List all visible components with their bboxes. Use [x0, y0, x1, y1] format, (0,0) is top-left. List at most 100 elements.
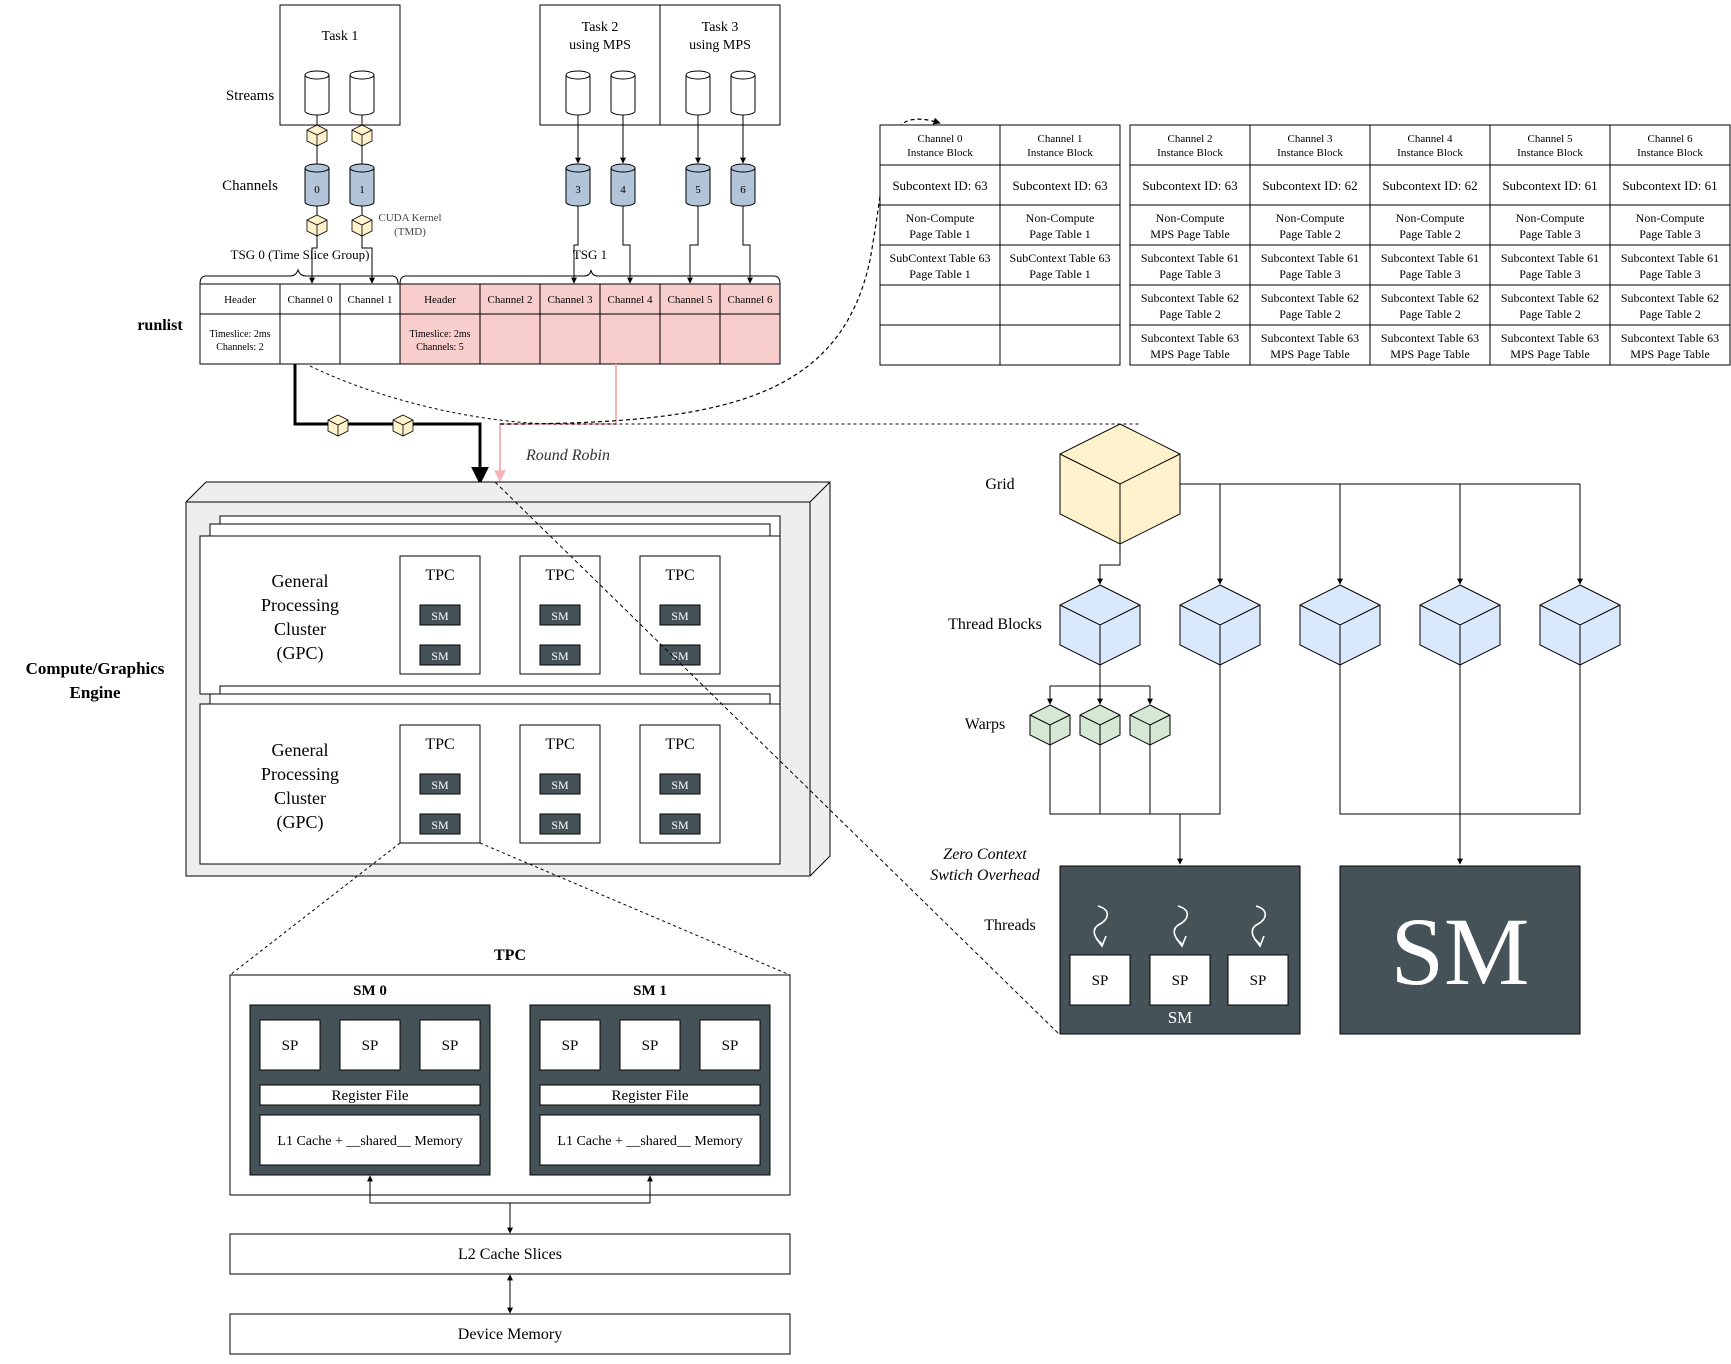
- stream-icon: [349, 70, 375, 116]
- tsg1-label: TSG 1: [573, 247, 607, 262]
- ib-cell: MPS Page Table: [1150, 347, 1230, 361]
- channels-label: Channels: [222, 178, 278, 194]
- task1-label: Task 1: [322, 29, 359, 44]
- ib-title: Instance Block: [1397, 147, 1463, 159]
- runlist-cell: Header: [424, 294, 456, 306]
- sp-unit: SP: [642, 1038, 659, 1054]
- stream-icon: [610, 70, 636, 116]
- l2-cache-label: L2 Cache Slices: [458, 1246, 562, 1263]
- kernel-cube-icon: [327, 414, 349, 437]
- ib-cell: Page Table 3: [1399, 267, 1461, 281]
- ib-cell: Page Table 2: [1639, 307, 1701, 321]
- ib-cell: Subcontext Table 63: [1501, 331, 1599, 345]
- runlist-cell: Channel 3: [548, 294, 593, 306]
- sm-chip: SM: [671, 818, 689, 832]
- tsg1-channels: Channels: 5: [416, 342, 464, 353]
- device-memory-box: [229, 1313, 791, 1355]
- sm-chip: SM: [431, 649, 449, 663]
- task2-sublabel: using MPS: [569, 38, 631, 53]
- tpc-box: TPC SM SM: [519, 555, 601, 675]
- ib-title: Channel 0: [918, 133, 963, 145]
- ib-title: Channel 1: [1038, 133, 1083, 145]
- ib-title: Channel 3: [1288, 133, 1333, 145]
- instance-block-table-a: [879, 124, 1121, 366]
- stream-icon: [730, 70, 756, 116]
- channel-number: 4: [620, 184, 626, 196]
- ib-cell: MPS Page Table: [1150, 227, 1230, 241]
- warps-label: Warps: [965, 716, 1005, 733]
- channel-number: 5: [695, 184, 701, 196]
- ib-cell: Subcontext Table 63: [1381, 331, 1479, 345]
- ib-cell: Non-Compute: [906, 211, 975, 225]
- stream-icon: [565, 70, 591, 116]
- ib-cell: Non-Compute: [1276, 211, 1345, 225]
- ib-cell: Page Table 3: [1639, 267, 1701, 281]
- ib-cell: Page Table 1: [1029, 227, 1091, 241]
- warp-cube-icon: [1079, 704, 1121, 746]
- thread-block-cube-icon: [1539, 584, 1621, 666]
- runlist-cell: Channel 5: [668, 294, 713, 306]
- sm0-label: SM 0: [353, 983, 387, 999]
- runlist-cell: Channel 6: [728, 294, 773, 306]
- ib-subctx: Subcontext ID: 61: [1622, 178, 1717, 193]
- sm1-detail: SP SP SP Register File L1 Cache + __shar…: [529, 1004, 771, 1176]
- sp-unit: SP: [362, 1038, 379, 1054]
- ib-cell: Page Table 2: [1159, 307, 1221, 321]
- runlist-label: runlist: [137, 317, 183, 334]
- ib-title: Instance Block: [1637, 147, 1703, 159]
- warp-cube-icon: [1029, 704, 1071, 746]
- big-sm-box: SM: [1339, 865, 1581, 1035]
- kernel-cube-icon: [392, 414, 414, 437]
- grid-cube-icon: [1059, 423, 1181, 545]
- tsg0-channels: Channels: 2: [216, 342, 264, 353]
- ib-cell: Page Table 3: [1279, 267, 1341, 281]
- channel-number: 3: [575, 184, 581, 196]
- tsg1-timeslice: Timeslice: 2ms: [409, 329, 470, 340]
- gpc-title: Processing: [261, 595, 339, 615]
- register-file: Register File: [331, 1088, 408, 1104]
- ib-title: Instance Block: [1277, 147, 1343, 159]
- ib-cell: Page Table 1: [909, 227, 971, 241]
- sp-unit: SP: [1250, 973, 1267, 989]
- gpc-title: Cluster: [274, 619, 326, 639]
- ib-cell: Subcontext Table 61: [1261, 251, 1359, 265]
- thread-block-cube-icon: [1419, 584, 1501, 666]
- register-file: Register File: [611, 1088, 688, 1104]
- threads-sm-box: SP SP SP SM: [1059, 865, 1301, 1035]
- ib-cell: Subcontext Table 62: [1621, 291, 1719, 305]
- ib-cell: Page Table 2: [1399, 227, 1461, 241]
- threads-label: Threads: [984, 917, 1036, 934]
- ib-cell: Subcontext Table 63: [1621, 331, 1719, 345]
- thread-block-cube-icon: [1059, 584, 1141, 666]
- kernel-cube-icon: [351, 124, 373, 147]
- ib-cell: Page Table 3: [1159, 267, 1221, 281]
- channel-number: 6: [740, 184, 746, 196]
- kernel-cube-icon: [306, 124, 328, 147]
- ib-cell: Non-Compute: [1156, 211, 1225, 225]
- tpc-box: TPC SM SM: [399, 724, 481, 844]
- thread-block-cube-icon: [1299, 584, 1381, 666]
- sm-chip: SM: [431, 778, 449, 792]
- sm1-label: SM 1: [633, 983, 667, 999]
- runlist-cell: Channel 1: [348, 294, 393, 306]
- sp-unit: SP: [442, 1038, 459, 1054]
- sp-unit: SP: [282, 1038, 299, 1054]
- l2-cache-box: [229, 1233, 791, 1275]
- round-robin-label: Round Robin: [525, 447, 610, 464]
- device-memory-label: Device Memory: [458, 1326, 562, 1343]
- zero-context-label: Zero Context: [943, 846, 1027, 863]
- gpc-title: General: [272, 740, 329, 760]
- channel-number: 1: [359, 184, 365, 196]
- ib-title: Instance Block: [1157, 147, 1223, 159]
- channel-number: 0: [314, 184, 320, 196]
- sm-chip: SM: [671, 778, 689, 792]
- tpc-label: TPC: [545, 736, 574, 753]
- cuda-kernel-label: CUDA Kernel: [378, 212, 441, 224]
- ib-cell: Non-Compute: [1636, 211, 1705, 225]
- sm-chip: SM: [431, 609, 449, 623]
- ib-cell: MPS Page Table: [1390, 347, 1470, 361]
- ib-subctx: Subcontext ID: 62: [1262, 178, 1357, 193]
- zero-context-label-line2: Swtich Overhead: [930, 867, 1040, 884]
- ib-cell: Page Table 2: [1279, 307, 1341, 321]
